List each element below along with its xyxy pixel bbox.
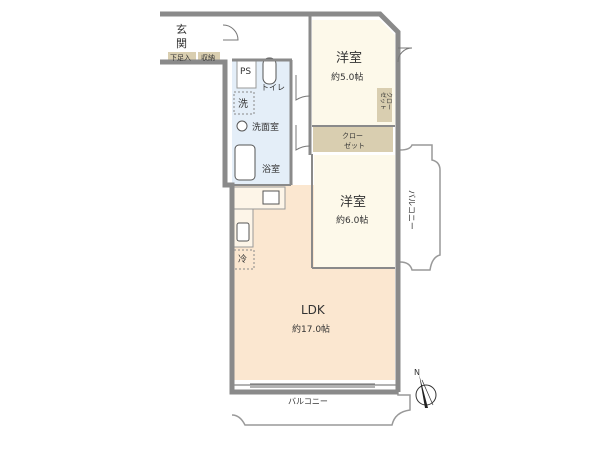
doors (222, 24, 413, 151)
balcony-side (399, 144, 441, 271)
balcony-bottom (231, 384, 411, 426)
closet-floor (313, 127, 393, 152)
washbasin-icon (236, 120, 248, 132)
walls (160, 11, 401, 395)
shoe-storage (168, 52, 196, 62)
windows (250, 383, 375, 388)
small-closet-label: クロー (385, 92, 392, 110)
stove-icon (262, 190, 280, 205)
bathtub-icon (234, 144, 256, 181)
balcony-side-label: バルコニー (407, 190, 416, 230)
ldk-floor (232, 185, 395, 380)
fridge-label: 冷 (238, 253, 247, 265)
washroom-label: 洗面室 (252, 121, 279, 133)
genkan-label-2: 関 (176, 37, 187, 50)
western-room-2-label: 洋室 (340, 194, 366, 210)
washer-space (233, 91, 255, 115)
ldk-label: LDK (301, 303, 326, 317)
small-closet-label-2: ゼット (379, 92, 387, 110)
sink-icon (236, 222, 250, 242)
washer-label: 洗 (238, 98, 248, 110)
western-room-1-floor (312, 20, 395, 125)
storage-label: 収納 (201, 53, 215, 62)
genkan-label: 玄 (176, 22, 187, 36)
western-room-2-size: 約6.0帖 (336, 214, 368, 226)
closet-label-2: ゼット (344, 141, 365, 150)
western-room-1-size: 約5.0帖 (331, 71, 363, 83)
compass-icon: N (414, 368, 437, 408)
toilet-icon (262, 57, 277, 85)
western-room-1-label: 洋室 (336, 50, 362, 66)
small-closet-floor (377, 88, 392, 122)
shoe-storage-label: 下足入 (170, 54, 191, 62)
toilet-label: トイレ (261, 83, 285, 92)
compass-north-label: N (414, 368, 420, 377)
ps-label: PS (240, 67, 251, 77)
storage (198, 52, 220, 62)
bathroom-label: 浴室 (262, 163, 280, 175)
closet-label: クロー (342, 132, 363, 140)
ldk-size: 約17.0帖 (292, 323, 330, 335)
western-room-2-floor (314, 155, 395, 267)
balcony-bottom-label: バルコニー (288, 397, 328, 406)
